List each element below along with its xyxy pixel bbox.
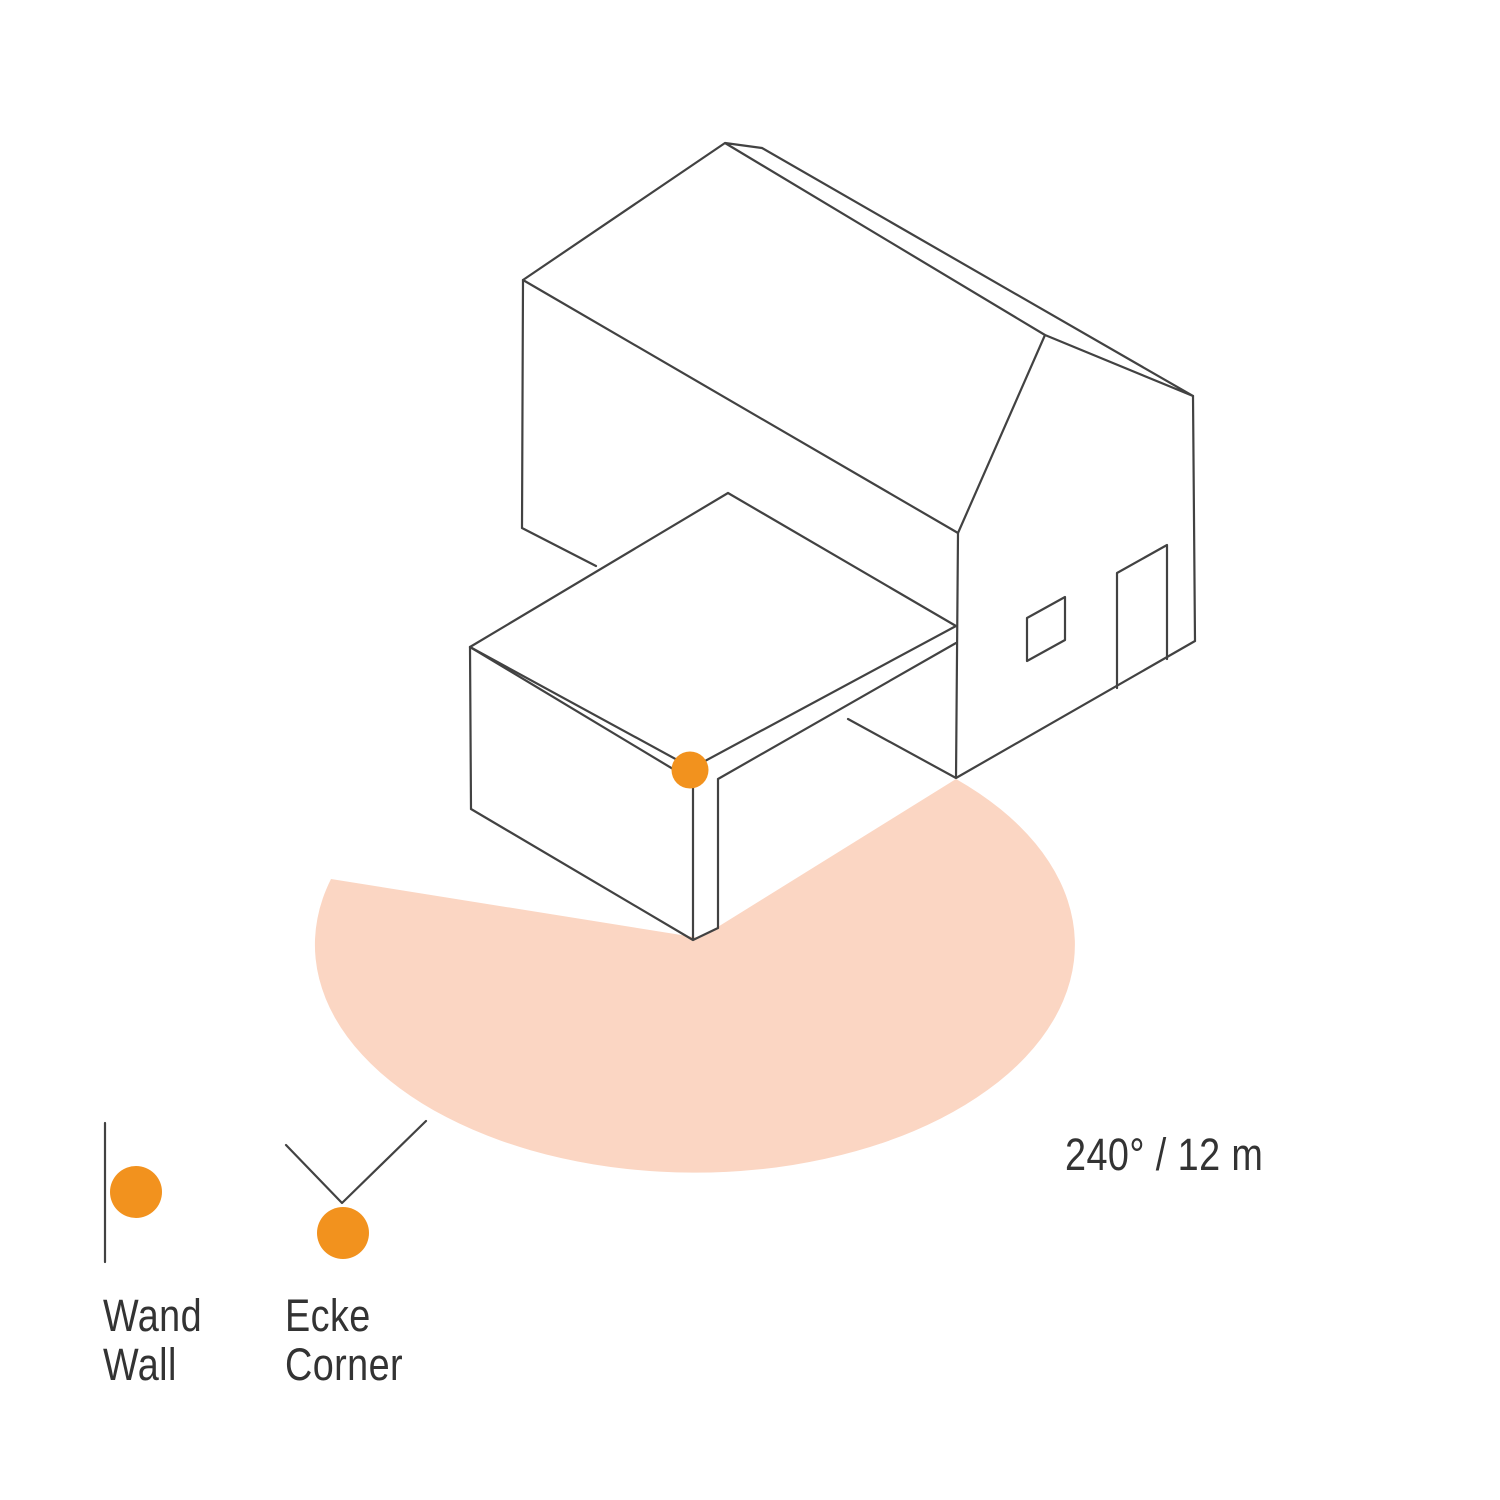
detection-zone-240deg xyxy=(314,779,1075,1173)
legend-wall-icon xyxy=(103,1121,162,1264)
detection-zone-shape xyxy=(314,779,1075,1173)
house-roof-lines xyxy=(521,141,1195,535)
house-wall-lines xyxy=(520,278,1197,780)
legend-corner-label-en: Corner xyxy=(285,1339,404,1390)
corner-sensor-dot xyxy=(317,1207,369,1259)
house-window xyxy=(1025,595,1067,663)
legend-wall-label-de: Wand xyxy=(103,1290,203,1341)
range-label: 240° / 12 m xyxy=(1065,1129,1264,1180)
legend-corner-label-de: Ecke xyxy=(285,1290,371,1341)
house-door xyxy=(1115,543,1169,690)
wall-sensor-dot xyxy=(110,1166,162,1218)
house-drawing xyxy=(520,141,1197,780)
legend-wall-label-en: Wall xyxy=(103,1339,177,1390)
corner-v-lines xyxy=(284,1119,428,1205)
sensor-dot-corner-position xyxy=(671,751,709,789)
legend-corner-icon xyxy=(284,1119,428,1259)
carport-walls xyxy=(468,641,958,942)
carport-roof xyxy=(468,491,958,770)
